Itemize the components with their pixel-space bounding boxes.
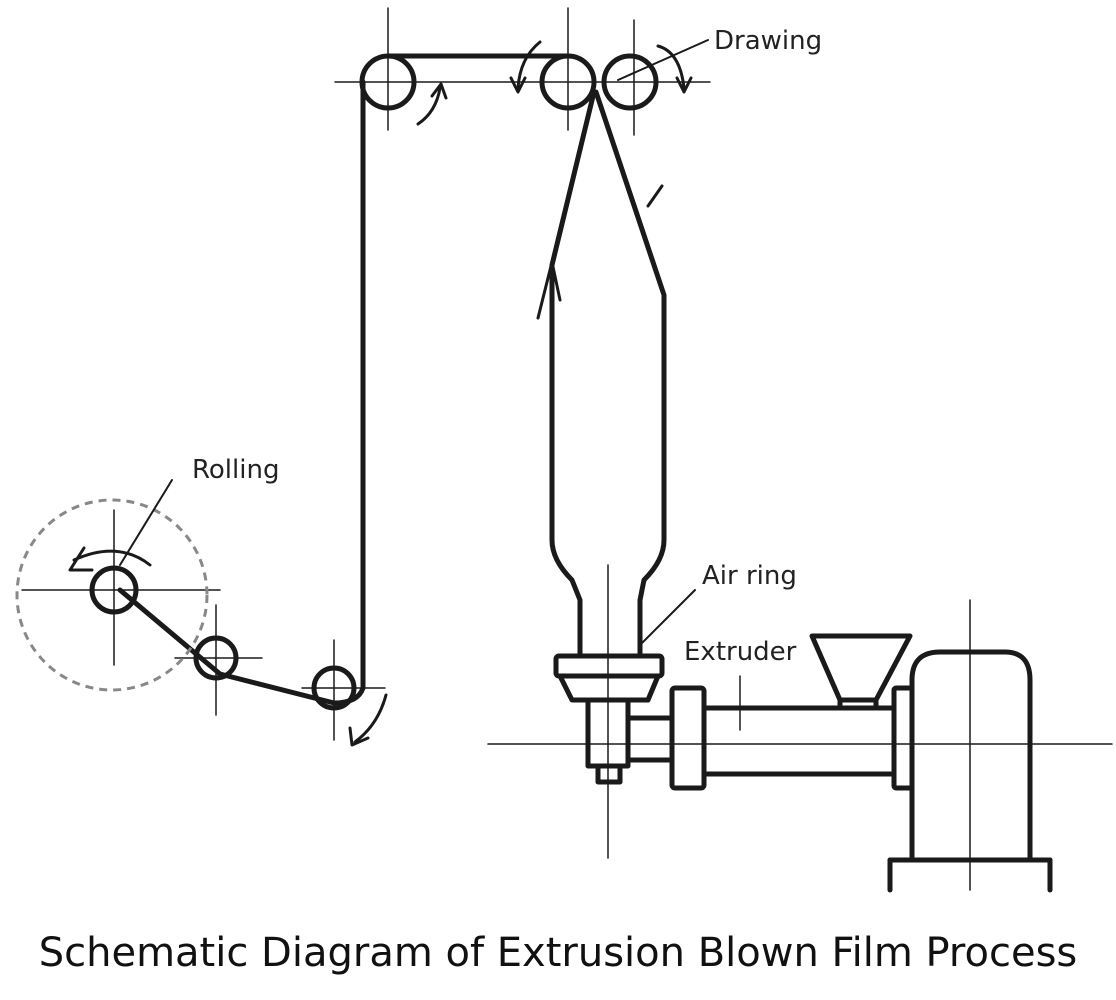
extruder xyxy=(669,685,915,791)
label-rolling: Rolling xyxy=(192,455,279,485)
guide-rollers-bottom xyxy=(193,635,388,747)
winding-roll-dashed xyxy=(15,498,209,692)
film-path xyxy=(117,53,569,706)
label-air-ring: Air ring xyxy=(702,561,797,591)
label-extruder: Extruder xyxy=(684,637,797,667)
film-bubble xyxy=(549,89,667,659)
bubble-arrows xyxy=(536,184,664,320)
rotation-arrows-top xyxy=(416,40,693,126)
label-drawing: Drawing xyxy=(714,26,822,56)
leader-lines xyxy=(617,39,709,81)
diagram-caption: Schematic Diagram of Extrusion Blown Fil… xyxy=(39,930,1078,976)
winding-roll xyxy=(15,479,209,692)
hopper xyxy=(809,633,913,703)
air-ring xyxy=(553,653,665,703)
center-lines xyxy=(21,7,1113,891)
die-head xyxy=(585,697,675,785)
drive-motor xyxy=(887,649,1053,893)
guide-roller-middle xyxy=(193,635,239,681)
guide-roller-bottom xyxy=(311,665,357,711)
winding-core xyxy=(89,565,139,615)
nip-roller-right xyxy=(601,53,659,111)
